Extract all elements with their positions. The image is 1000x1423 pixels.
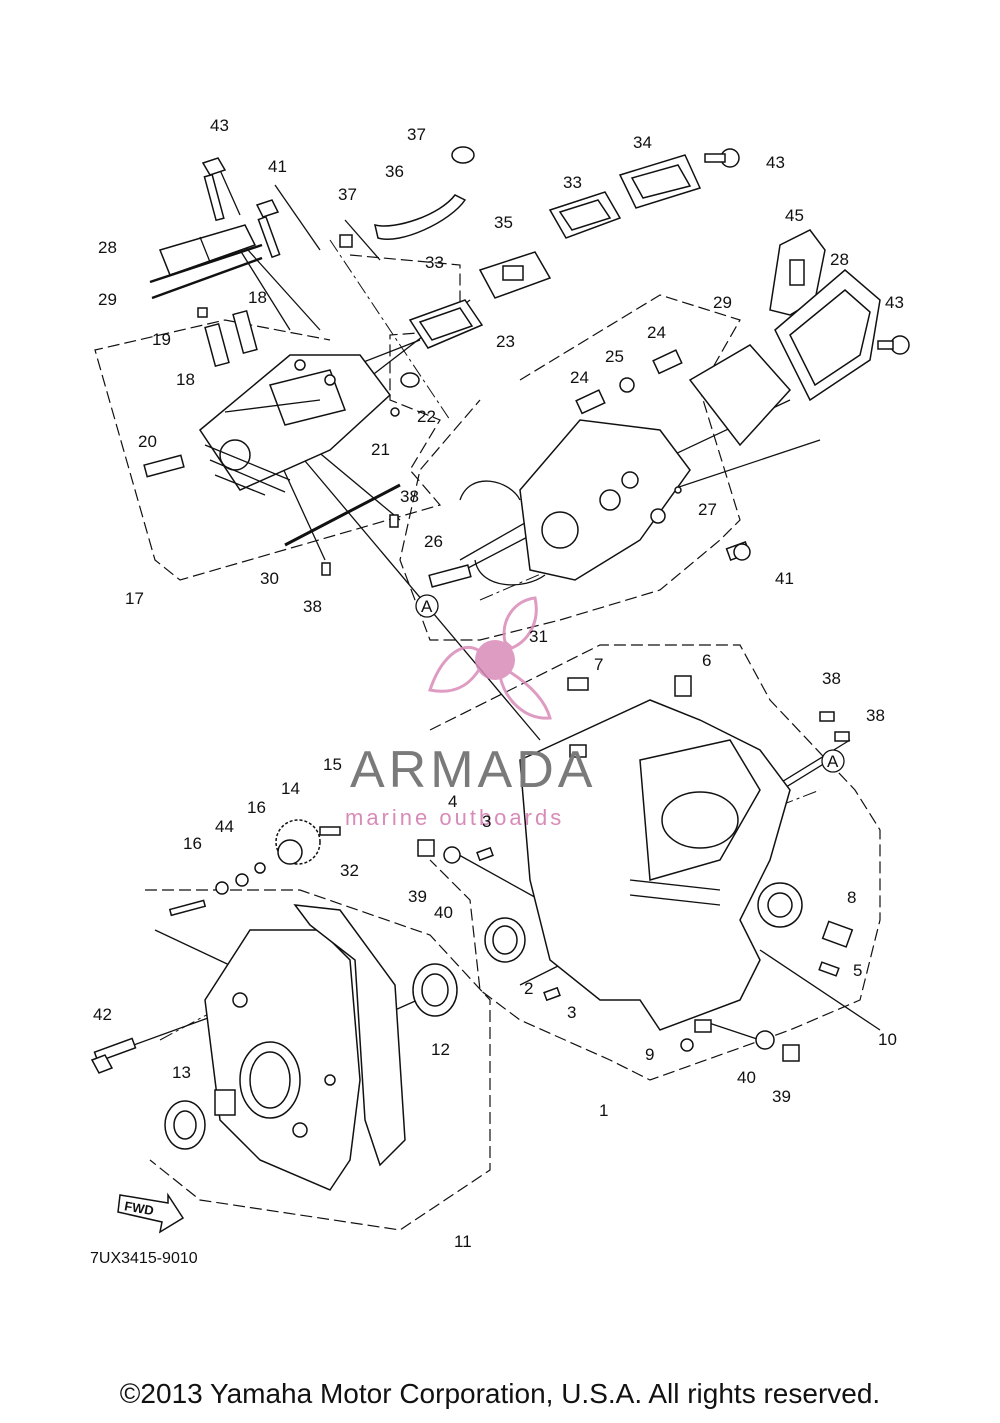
cylinder-head <box>199 354 392 496</box>
stud-20 <box>143 454 185 478</box>
bolt-43-right-top <box>704 148 740 168</box>
crankcase-body <box>519 675 854 1033</box>
callout: 37 <box>338 185 357 204</box>
head-cover-right <box>688 269 910 447</box>
callout: 3 <box>567 1003 576 1022</box>
callout: 35 <box>494 213 513 232</box>
callout: 31 <box>529 627 548 646</box>
callout: 30 <box>260 569 279 588</box>
callout: 43 <box>766 153 785 172</box>
callout: 36 <box>385 162 404 181</box>
oil-pump-gear <box>168 819 341 917</box>
callout: 40 <box>434 903 453 922</box>
callout: 41 <box>775 569 794 588</box>
callout: 38 <box>866 706 885 725</box>
callout: 22 <box>417 407 436 426</box>
callout: 2 <box>524 979 533 998</box>
callout: 15 <box>323 755 342 774</box>
callout-labels: 43 41 37 36 37 28 29 18 19 18 20 22 21 3… <box>93 116 904 1251</box>
cylinder-head-detail-parts <box>428 349 751 588</box>
callout: 38 <box>303 597 322 616</box>
callout: 41 <box>268 157 287 176</box>
callout: 28 <box>830 250 849 269</box>
outline-crankcase-cover <box>145 889 491 1231</box>
copyright-notice: ©2013 Yamaha Motor Corporation, U.S.A. A… <box>119 1378 881 1409</box>
outline-crankcase <box>429 644 881 1081</box>
callout: 24 <box>647 323 666 342</box>
watermark-brand: ARMADA <box>350 741 596 799</box>
callout: 14 <box>281 779 300 798</box>
callout: 32 <box>340 861 359 880</box>
callout: 29 <box>713 293 732 312</box>
callout: 21 <box>371 440 390 459</box>
watermark-tagline: marine outboards <box>345 805 564 830</box>
callout: 23 <box>496 332 515 351</box>
callout: 25 <box>605 347 624 366</box>
callout: 43 <box>210 116 229 135</box>
callout: A <box>827 752 839 771</box>
callout: 33 <box>425 253 444 272</box>
reference-marker-a <box>415 594 439 618</box>
callout: 27 <box>698 500 717 519</box>
callout: 43 <box>885 293 904 312</box>
reference-marker-a <box>821 749 845 773</box>
callout: 24 <box>570 368 589 387</box>
callout: 33 <box>563 173 582 192</box>
callout: 5 <box>853 961 862 980</box>
callout: 29 <box>98 290 117 309</box>
callout: A <box>421 597 433 616</box>
callout: 40 <box>737 1068 756 1087</box>
bracket-45 <box>769 229 826 316</box>
callout: 38 <box>822 669 841 688</box>
callout: 16 <box>247 798 266 817</box>
cylinder-head-cover-left <box>149 224 263 300</box>
callout: 42 <box>93 1005 112 1024</box>
gasket-30 <box>284 483 401 576</box>
bolt-43-top <box>201 157 227 222</box>
callout: 16 <box>183 834 202 853</box>
callout: 1 <box>599 1101 608 1120</box>
callout: 6 <box>702 651 711 670</box>
callout: 11 <box>454 1232 472 1251</box>
callout: 9 <box>645 1045 654 1064</box>
dowel-22 <box>390 372 420 417</box>
callout: 13 <box>172 1063 191 1082</box>
callout: 44 <box>215 817 234 836</box>
callout: 12 <box>431 1040 450 1059</box>
callout: 20 <box>138 432 157 451</box>
callout: 4 <box>448 792 457 811</box>
callout: 3 <box>482 812 491 831</box>
crankcase-cover <box>204 904 406 1191</box>
callout: 7 <box>594 655 603 674</box>
callout: 38 <box>400 487 419 506</box>
diagram-code: 7UX3415-9010 <box>90 1250 198 1267</box>
callout: 34 <box>633 133 652 152</box>
valve-guides <box>197 307 258 368</box>
oil-seals-12-13 <box>90 963 458 1150</box>
reed-plates-33-35-34 <box>408 154 702 349</box>
fwd-arrow <box>117 1192 185 1234</box>
watermark-logo <box>428 596 552 720</box>
callout: 18 <box>176 370 195 389</box>
callout: 37 <box>407 125 426 144</box>
callout: 10 <box>878 1030 897 1049</box>
callout: 17 <box>125 589 144 608</box>
callout: 45 <box>785 206 804 225</box>
crankcase-small-parts <box>417 839 800 1062</box>
hose-36 <box>339 146 475 248</box>
callout: 8 <box>847 888 856 907</box>
callout: 28 <box>98 238 117 257</box>
bolt-41-top <box>255 199 281 259</box>
callout: 18 <box>248 288 267 307</box>
callout: 39 <box>408 887 427 906</box>
callout: 26 <box>424 532 443 551</box>
callout: 39 <box>772 1087 791 1106</box>
fwd-label: FWD <box>123 1198 155 1218</box>
callout: 19 <box>152 330 171 349</box>
outline-cylinder-head-detail <box>399 294 741 641</box>
